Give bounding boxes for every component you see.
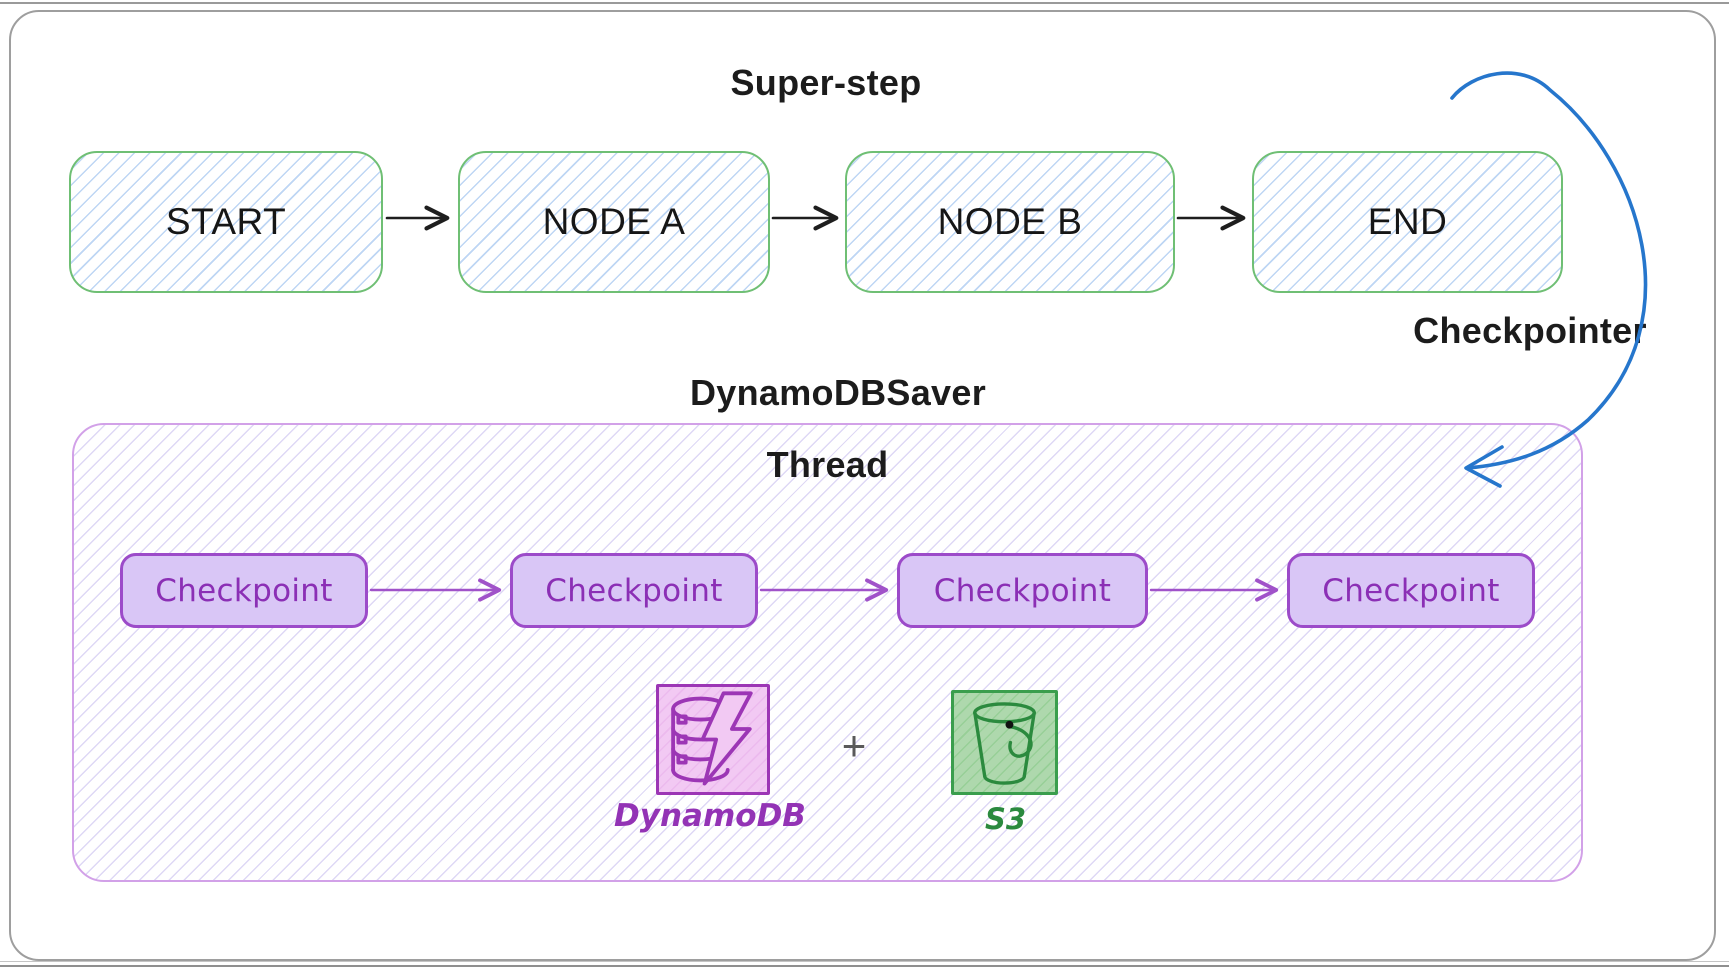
dynamodbsaver-title: DynamoDBSaver: [689, 372, 986, 413]
flow-node-b: NODE B: [845, 151, 1175, 293]
plus-sign: +: [841, 722, 867, 769]
checkpoint-node-2: Checkpoint: [510, 553, 758, 628]
s3-label: S3: [984, 802, 1027, 836]
window-bottom-edge-dark: [0, 965, 1729, 967]
super-step-title: Super-step: [730, 62, 922, 103]
checkpoint-node-3: Checkpoint: [897, 553, 1148, 628]
flow-node-end: END: [1252, 151, 1563, 293]
bucket-icon: [973, 702, 1036, 785]
checkpoint-node-4: Checkpoint: [1287, 553, 1535, 628]
outer-frame: [9, 10, 1716, 961]
window-bottom-edge-light: [0, 961, 1729, 962]
dynamodb-label: DynamoDB: [614, 798, 806, 834]
window-top-edge: [0, 2, 1729, 4]
s3-icon: [951, 690, 1058, 795]
checkpointer-label: Checkpointer: [1413, 310, 1647, 351]
bucket-handle-dot: [1005, 720, 1014, 729]
dynamodb-icon: [656, 684, 770, 795]
flow-node-start: START: [69, 151, 383, 293]
thread-container: [72, 423, 1583, 882]
flow-node-a: NODE A: [458, 151, 770, 293]
checkpoint-node-1: Checkpoint: [120, 553, 368, 628]
thread-title: Thread: [766, 444, 889, 485]
database-with-lightning-bolt-icon: [671, 691, 753, 786]
